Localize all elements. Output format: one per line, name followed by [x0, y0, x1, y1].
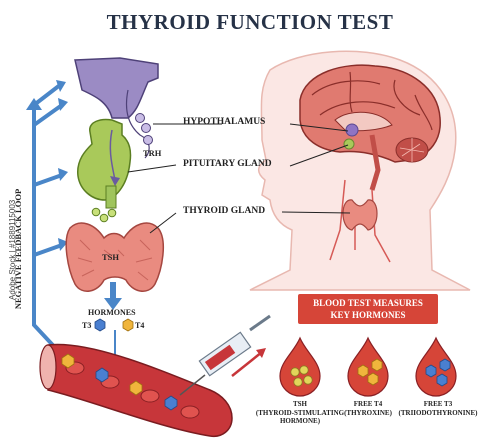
banner-line-2: KEY HORMONES [330, 310, 406, 320]
syringe [179, 314, 271, 396]
label-t3: T3 [82, 321, 92, 330]
stock-id: Adobe Stock | #1889115003 [8, 199, 17, 300]
brain [299, 64, 441, 191]
label-thyroid: THYROID GLAND [183, 206, 266, 216]
thyroid-shape [65, 222, 165, 292]
label-trh: TRH [143, 148, 162, 158]
caption-t3-line2: (TRIIODOTHYRONINE) [398, 408, 478, 417]
hormone-legend-icons [94, 318, 134, 332]
label-hormones: HORMONES [88, 308, 136, 317]
neck-thyroid [329, 179, 391, 263]
label-tsh: TSH [102, 252, 120, 262]
leader-lines [127, 123, 351, 234]
caption-tsh: TSH (THYROID-STIMULATING HORMONE) [255, 400, 345, 426]
caption-tsh-line2: (THYROID-STIMULATING [255, 408, 345, 417]
label-pituitary: PITUITARY GLAND [183, 159, 272, 169]
caption-tsh-line1: TSH [292, 400, 307, 408]
blood-vessel [39, 343, 233, 438]
caption-t4-line1: FREE T4 [353, 400, 383, 408]
pituitary-shape [77, 118, 132, 223]
blood-drops [279, 336, 457, 397]
label-hypothalamus: HYPOTHALAMUS [183, 117, 266, 127]
label-t4: T4 [135, 321, 145, 330]
page-title: THYROID FUNCTION TEST [106, 10, 394, 34]
hypothalamus-shape [74, 57, 159, 159]
blood-test-banner: BLOOD TEST MEASURES KEY HORMONES [298, 294, 438, 324]
feedback-arrows [32, 83, 64, 357]
caption-t4: FREE T4 (THYROXINE) [333, 400, 403, 417]
caption-t3: FREE T3 (TRIIODOTHYRONINE) [398, 400, 478, 417]
caption-tsh-line3: HORMONE) [279, 417, 321, 425]
banner-line-1: BLOOD TEST MEASURES [313, 298, 423, 308]
caption-t4-line2: (THYROXINE) [344, 408, 392, 417]
caption-t3-line1: FREE T3 [423, 400, 453, 408]
